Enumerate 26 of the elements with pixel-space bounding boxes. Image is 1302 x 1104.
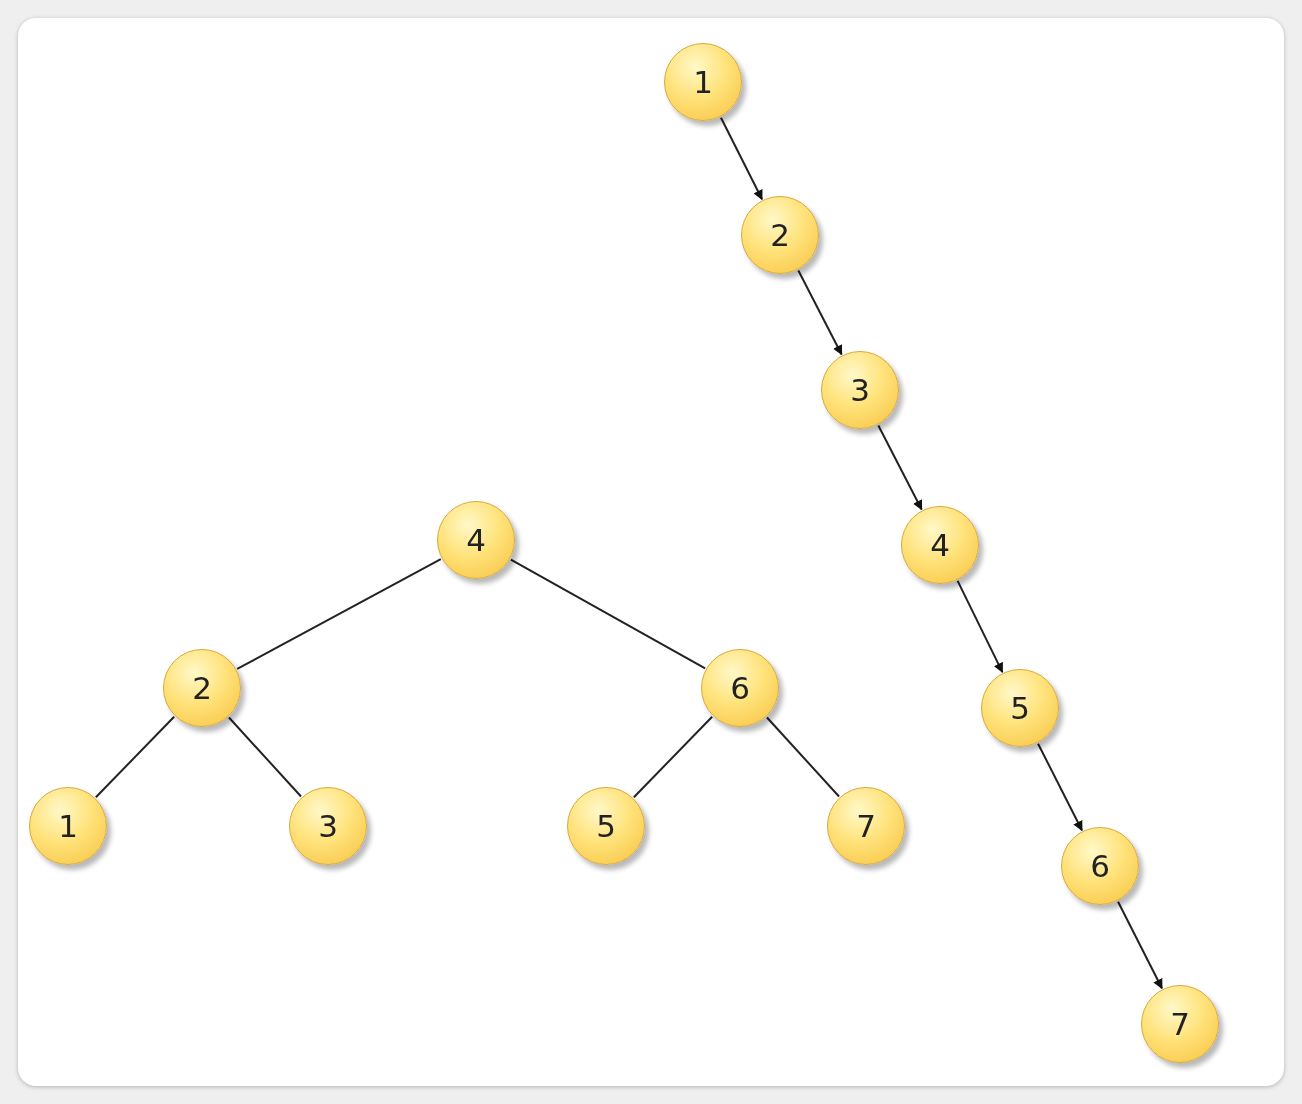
node-label: 6 <box>1090 850 1110 882</box>
node-label: 7 <box>856 810 876 842</box>
node-label: 6 <box>730 672 750 704</box>
connector-line <box>227 716 303 798</box>
node-label: 5 <box>1010 692 1030 724</box>
arrow <box>877 424 923 511</box>
arrow <box>797 269 843 356</box>
arrow <box>720 116 763 201</box>
connector-line <box>236 558 442 670</box>
node-label: 5 <box>596 810 616 842</box>
connector-line <box>509 558 707 670</box>
node-label: 3 <box>318 810 338 842</box>
node-label: 4 <box>466 524 486 556</box>
node-label: 7 <box>1170 1008 1190 1040</box>
arrow <box>956 579 1004 674</box>
connector-line <box>632 715 714 799</box>
node-label: 1 <box>58 810 78 842</box>
node-label: 4 <box>930 529 950 561</box>
node-label: 3 <box>850 374 870 406</box>
arrow <box>1117 900 1163 990</box>
node-label: 2 <box>770 219 790 251</box>
node-label: 2 <box>192 672 212 704</box>
connector-line <box>94 715 176 799</box>
connector-line <box>765 716 841 798</box>
node-label: 1 <box>693 66 713 98</box>
arrow <box>1037 742 1083 832</box>
